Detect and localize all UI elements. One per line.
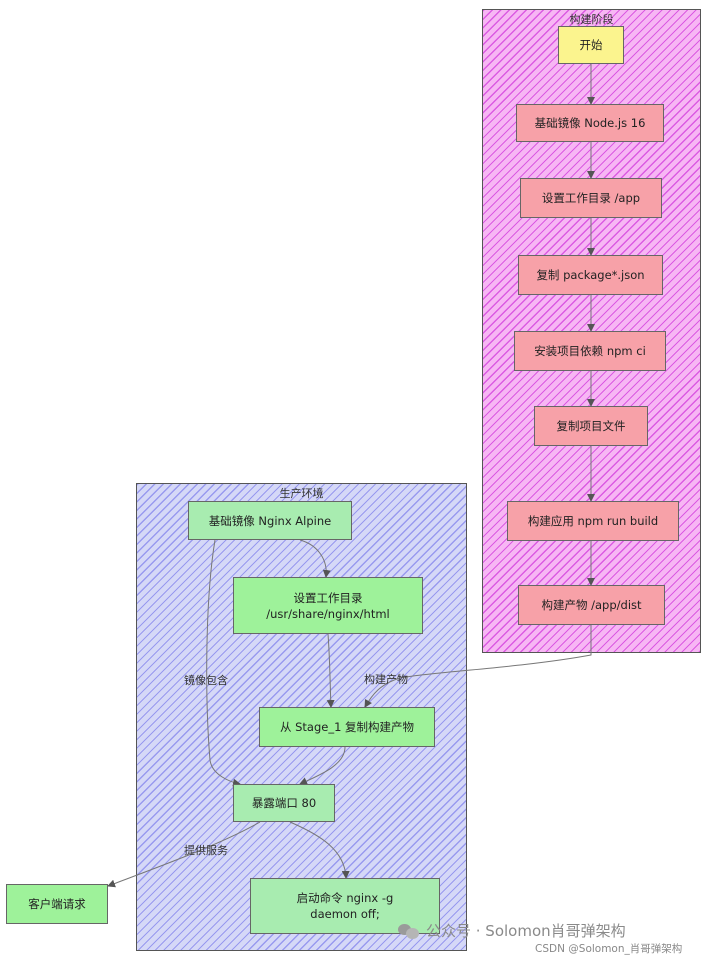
edge-workdir-copystage (326, 633, 335, 708)
node-client: 客户端请求 (6, 884, 108, 924)
watermark-text: 公众号 · Solomon肖哥弹架构 (426, 922, 626, 940)
build-stage-title: 构建阶段 (569, 13, 614, 26)
node-expose-label: 暴露端口 80 (251, 796, 317, 810)
edge-label-image-contains: 镜像包含 (184, 674, 228, 687)
node-npm-ci-label: 安装项目依赖 npm ci (534, 344, 646, 358)
edge-label-artifact: 构建产物 (364, 673, 408, 686)
edge-expose-cmd (289, 821, 350, 879)
node-base-nginx-label: 基础镜像 Nginx Alpine (208, 513, 332, 528)
node-artifact: 构建产物 /app/dist (518, 585, 665, 625)
node-workdir-nginx-line1: 设置工作目录 (293, 590, 363, 605)
node-workdir-app: 设置工作目录 /app (520, 178, 662, 218)
node-copy-pkg: 复制 package*.json (518, 255, 663, 295)
csdn-credit: CSDN @Solomon_肖哥弹架构 (535, 943, 683, 955)
node-copy-stage-label: 从 Stage_1 复制构建产物 (279, 720, 415, 734)
edge-expose-client (107, 821, 261, 888)
node-npm-build: 构建应用 npm run build (507, 501, 679, 541)
node-workdir-app-label: 设置工作目录 /app (541, 191, 641, 205)
node-npm-ci: 安装项目依赖 npm ci (514, 331, 666, 371)
edge-nginx-workdir (299, 539, 331, 578)
node-copy-stage: 从 Stage_1 复制构建产物 (259, 707, 435, 747)
node-artifact-label: 构建产物 /app/dist (541, 598, 642, 612)
node-start: 开始 (558, 26, 624, 64)
node-start-label: 开始 (579, 38, 603, 52)
watermark: 公众号 · Solomon肖哥弹架构 (398, 920, 626, 941)
node-copy-pkg-label: 复制 package*.json (536, 268, 645, 282)
node-copy-files: 复制项目文件 (534, 406, 648, 446)
node-expose: 暴露端口 80 (233, 784, 335, 822)
node-copy-files-label: 复制项目文件 (556, 419, 626, 433)
edge-nginx-expose (206, 539, 241, 787)
edge-label-serve: 提供服务 (184, 844, 228, 857)
node-workdir-nginx: 设置工作目录 /usr/share/nginx/html (233, 577, 423, 634)
node-base-node-label: 基础镜像 Node.js 16 (534, 116, 646, 130)
node-npm-build-label: 构建应用 npm run build (527, 514, 659, 528)
wechat-icon (398, 922, 420, 940)
node-client-label: 客户端请求 (28, 897, 86, 911)
edge-artifact-copystage (364, 625, 592, 708)
node-workdir-nginx-line2: /usr/share/nginx/html (266, 606, 390, 621)
edge-copystage-expose (299, 746, 346, 785)
node-base-node: 基础镜像 Node.js 16 (516, 104, 664, 142)
node-base-nginx: 基础镜像 Nginx Alpine (188, 501, 352, 540)
node-cmd: 启动命令 nginx -g daemon off; (250, 878, 440, 934)
node-cmd-label: 启动命令 nginx -g daemon off; (296, 891, 394, 921)
production-title: 生产环境 (279, 487, 324, 500)
